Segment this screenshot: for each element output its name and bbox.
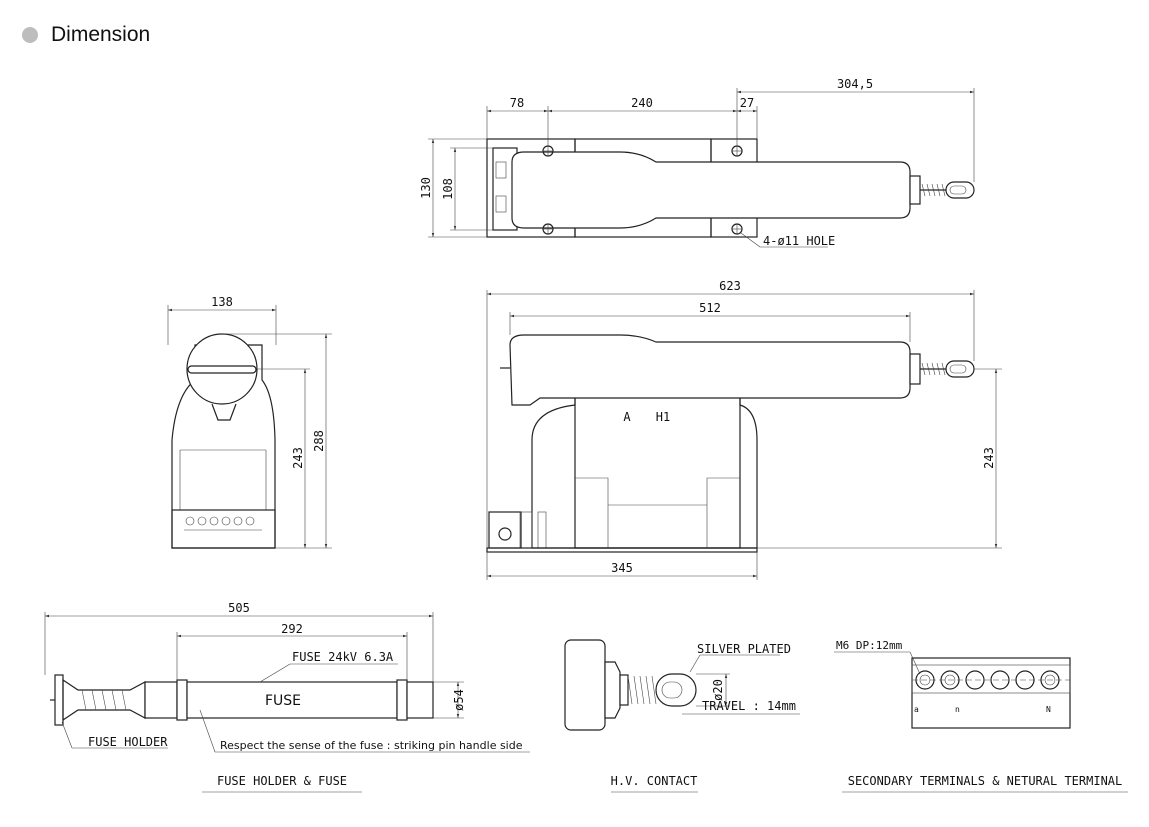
fuse-rating: FUSE 24kV 6.3A (292, 650, 394, 664)
side-terminal-box (171, 509, 276, 549)
dim-78: 78 (510, 96, 524, 110)
dim-138: 138 (211, 295, 233, 309)
main-body-top (511, 151, 911, 229)
side-view: 138 243 288 (167, 295, 332, 549)
terminal-n: n (955, 705, 960, 714)
contact-housing (564, 639, 606, 731)
dim-240: 240 (631, 96, 653, 110)
terminal-a: a (914, 705, 919, 714)
hv-contact-view: SILVER PLATED ø20 TRAVEL : 14mm H.V. CON… (564, 639, 800, 793)
hole-label: 4-ø11 HOLE (763, 234, 835, 248)
dim-27: 27 (740, 96, 754, 110)
front-base (486, 547, 758, 553)
dim-54: ø54 (452, 689, 466, 711)
dim-623: 623 (719, 279, 741, 293)
contact-eye (655, 673, 697, 707)
marking-h1: H1 (656, 410, 670, 424)
caption-terminals: SECONDARY TERMINALS & NETURAL TERMINAL (848, 774, 1123, 788)
terminals-view: M6 DP:12mm a n N SECONDARY TERMINALS & N… (834, 639, 1128, 793)
dim-292: 292 (281, 622, 303, 636)
nut-top (909, 175, 921, 205)
dim-243-front: 243 (982, 447, 996, 469)
terminal-N: N (1046, 705, 1051, 714)
fuse-tube (186, 681, 398, 719)
dim-304-5: 304,5 (837, 77, 873, 91)
section-header: Dimension (22, 20, 150, 50)
dim-108: 108 (441, 178, 455, 200)
dim-512: 512 (699, 301, 721, 315)
caption-contact: H.V. CONTACT (611, 774, 698, 788)
dim-130: 130 (419, 177, 433, 199)
terminal-screw (990, 670, 1010, 690)
dim-345: 345 (611, 561, 633, 575)
nut-front (909, 353, 921, 385)
dim-288: 288 (312, 430, 326, 452)
fuse-holder-view: FUSE 505 292 ø54 FUSE 24kV 6.3A FUSE HOL… (44, 601, 530, 793)
front-main-body (509, 334, 911, 406)
front-body-lower (531, 389, 758, 549)
section-title: Dimension (51, 23, 151, 46)
dim-505: 505 (228, 601, 250, 615)
silver-plated-label: SILVER PLATED (697, 642, 791, 656)
dim-20: ø20 (711, 679, 725, 701)
front-terminal-box (488, 511, 522, 549)
fuse-note: Respect the sense of the fuse : striking… (220, 739, 523, 752)
top-view: 78 240 27 304,5 130 108 4-ø11 HOLE (419, 77, 975, 248)
fuse-label: FUSE (265, 693, 301, 709)
marking-a: A (623, 410, 631, 424)
caption-fuse: FUSE HOLDER & FUSE (217, 774, 347, 788)
m6-label: M6 DP:12mm (836, 639, 903, 652)
bullet-icon (22, 27, 38, 43)
fuse-holder-label: FUSE HOLDER (88, 735, 168, 749)
dim-243-side: 243 (291, 447, 305, 469)
holder-handle (54, 674, 64, 726)
holder-clamp (144, 681, 178, 719)
front-view: A H1 623 512 243 345 (486, 279, 1002, 580)
travel-label: TRAVEL : 14mm (702, 699, 796, 713)
